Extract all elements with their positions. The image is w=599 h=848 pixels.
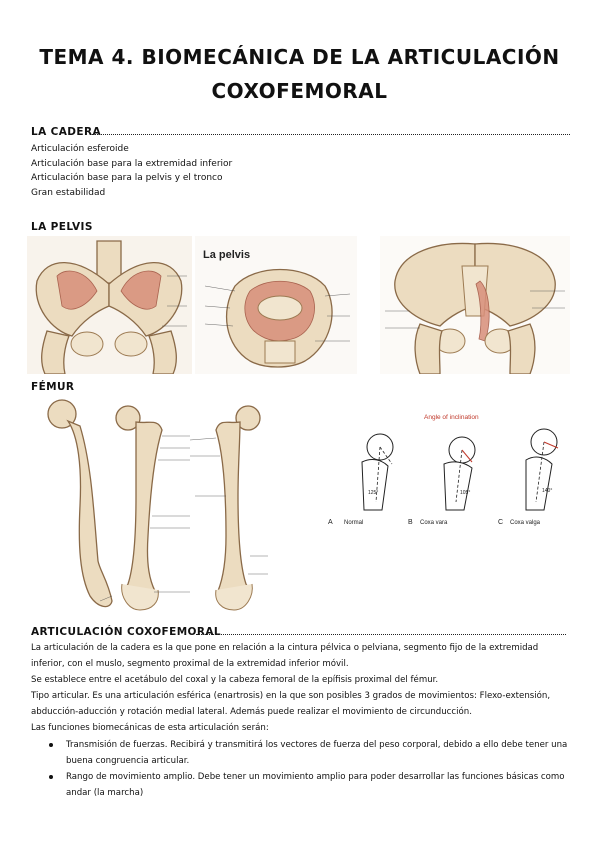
heading-leader-dots — [92, 134, 570, 135]
pelvis-posterior-illustration — [380, 236, 570, 374]
section-heading-femur: FÉMUR — [31, 381, 75, 393]
paragraph: Las funciones biomecánicas de esta artic… — [31, 723, 269, 734]
pelvis-superior-illustration: La pelvis — [195, 236, 357, 374]
svg-text:Normal: Normal — [344, 520, 363, 526]
paragraph: La articulación de la cadera es la que p… — [31, 643, 539, 670]
functions-list: Transmisión de fuerzas. Recibirá y trans… — [31, 737, 571, 801]
list-item: Gran estabilidad — [31, 187, 106, 198]
svg-text:140°: 140° — [542, 488, 552, 494]
svg-text:B: B — [408, 519, 413, 526]
paragraph: Se establece entre el acetábulo del coxa… — [31, 675, 439, 686]
page-title: TEMA 4. BIOMECÁNICA DE LA ARTICULACIÓN C… — [0, 40, 599, 108]
paragraph: Tipo articular. Es una articulación esfé… — [31, 691, 551, 718]
svg-text:105°: 105° — [460, 490, 470, 496]
title-line-2: COXOFEMORAL — [211, 79, 388, 103]
pelvis-anterior-illustration — [27, 236, 192, 374]
femur-anatomy-illustration — [40, 396, 272, 614]
panel-normal: 125° A Normal — [328, 433, 394, 526]
list-item: Articulación base para la extremidad inf… — [31, 158, 233, 169]
bullet-icon — [49, 774, 53, 779]
coxofemoral-body: La articulación de la cadera es la que p… — [31, 640, 571, 801]
angle-of-inclination-figure: Angle of inclination 125° A Normal 105° … — [322, 402, 574, 532]
section-heading-cadera: LA CADERA — [31, 126, 102, 138]
svg-text:125°: 125° — [368, 490, 378, 496]
angle-figure-title: Angle of inclination — [424, 414, 479, 421]
panel-coxa-valga: 140° C Coxa valga — [498, 428, 559, 526]
panel-coxa-vara: 105° B Coxa vara — [408, 436, 476, 526]
svg-text:Coxa valga: Coxa valga — [510, 520, 541, 526]
list-item: Transmisión de fuerzas. Recibirá y trans… — [49, 737, 571, 769]
cadera-item-list: Articulación esferoide Articulación base… — [31, 142, 232, 200]
pelvis-figure-title: La pelvis — [203, 249, 250, 261]
section-heading-coxofemoral: ARTICULACIÓN COXOFEMORAL — [31, 626, 221, 638]
list-item: Articulación esferoide — [31, 144, 129, 154]
bullet-icon — [49, 742, 53, 747]
section-heading-pelvis: LA PELVIS — [31, 221, 93, 233]
svg-text:A: A — [328, 519, 333, 526]
heading-leader-dots — [196, 634, 566, 635]
list-item: Rango de movimiento amplio. Debe tener u… — [49, 769, 571, 801]
svg-text:C: C — [498, 519, 503, 526]
svg-text:Coxa vara: Coxa vara — [420, 520, 448, 526]
list-item: Articulación base para la pelvis y el tr… — [31, 173, 223, 184]
title-line-1: TEMA 4. BIOMECÁNICA DE LA ARTICULACIÓN — [39, 45, 560, 69]
